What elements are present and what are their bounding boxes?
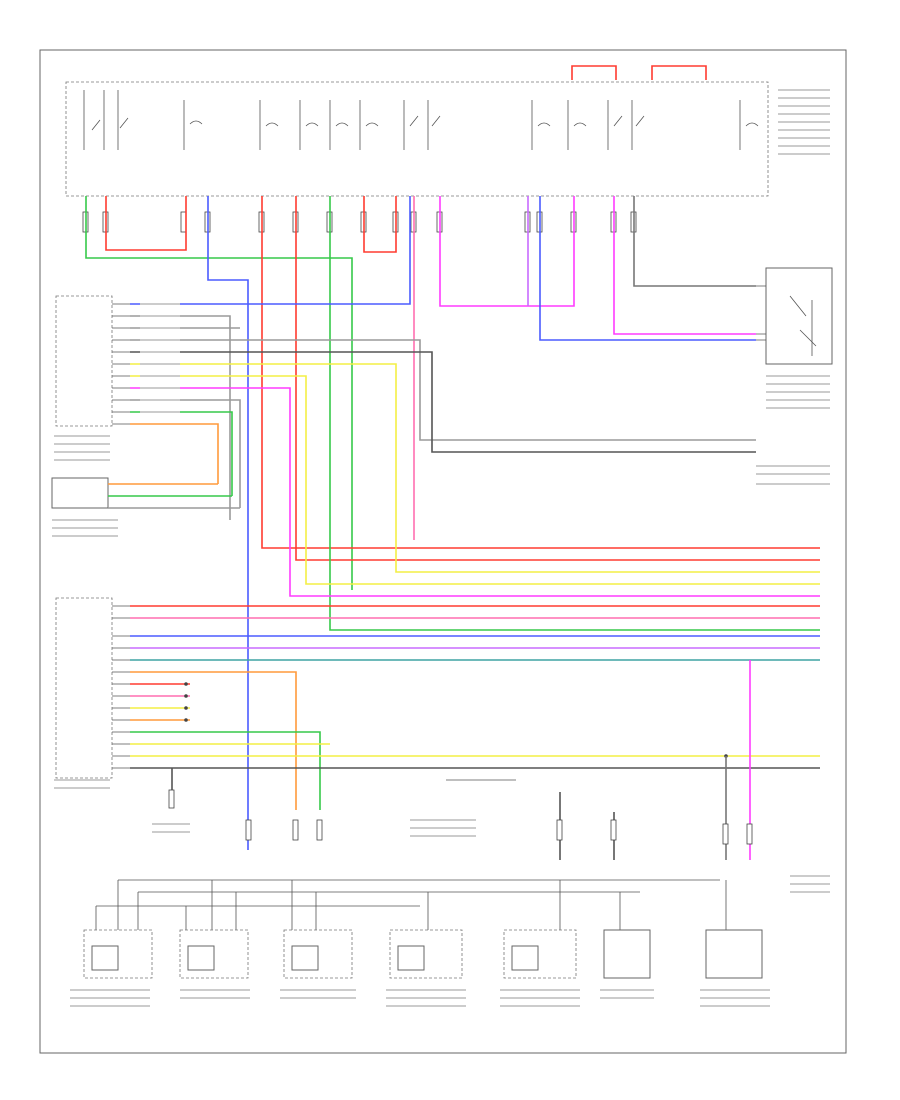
ground-bus — [96, 879, 720, 907]
module-lower-pins — [112, 605, 130, 769]
module-upper-pins — [112, 303, 130, 425]
wire-green — [329, 196, 820, 631]
switch-leads — [756, 285, 766, 341]
wire-red — [261, 196, 820, 549]
control-module-upper — [55, 295, 113, 427]
bus-wire — [130, 399, 241, 508]
bus-wire — [130, 387, 820, 597]
wire-blue — [539, 196, 756, 341]
lower-bus — [130, 731, 321, 810]
sensor-2 — [179, 929, 249, 979]
wire-gray — [633, 196, 756, 287]
diagram-frame — [39, 49, 847, 1054]
connector-pins-bottom — [168, 789, 753, 845]
bus-wire — [130, 375, 820, 585]
lower-bus — [130, 671, 297, 810]
wire-red — [105, 196, 187, 251]
wire-magenta — [439, 196, 575, 307]
fuse-relay-box — [65, 81, 769, 197]
bus-wire — [130, 315, 231, 520]
sensor-group — [83, 929, 763, 979]
bus-wire — [130, 339, 756, 441]
wire-red — [295, 196, 820, 561]
fuse-row — [83, 90, 759, 150]
jumper-wire — [571, 65, 617, 80]
connector-pins-top — [82, 211, 637, 233]
sensor-5 — [503, 929, 577, 979]
wire-red — [363, 196, 397, 253]
sensor-4 — [389, 929, 463, 979]
connector-dots — [184, 682, 728, 758]
wire-blue — [207, 196, 249, 850]
sensor-1 — [83, 929, 153, 979]
sensor-3 — [283, 929, 353, 979]
wire-magenta — [613, 196, 756, 335]
bus-wire — [130, 196, 411, 305]
switch-symbol — [789, 295, 817, 356]
wire-green — [85, 196, 353, 590]
bus-wire — [130, 423, 219, 484]
switch-component-right — [765, 267, 833, 365]
control-module-lower — [55, 597, 113, 779]
sensor-7 — [705, 929, 763, 979]
label-marks — [52, 89, 830, 1007]
bus-wire — [130, 351, 756, 453]
jumper-wire — [651, 65, 707, 80]
ground-bus — [95, 880, 727, 930]
sensor-6 — [603, 929, 651, 979]
sensor-box-left — [51, 477, 109, 509]
bus-wire — [130, 363, 820, 573]
